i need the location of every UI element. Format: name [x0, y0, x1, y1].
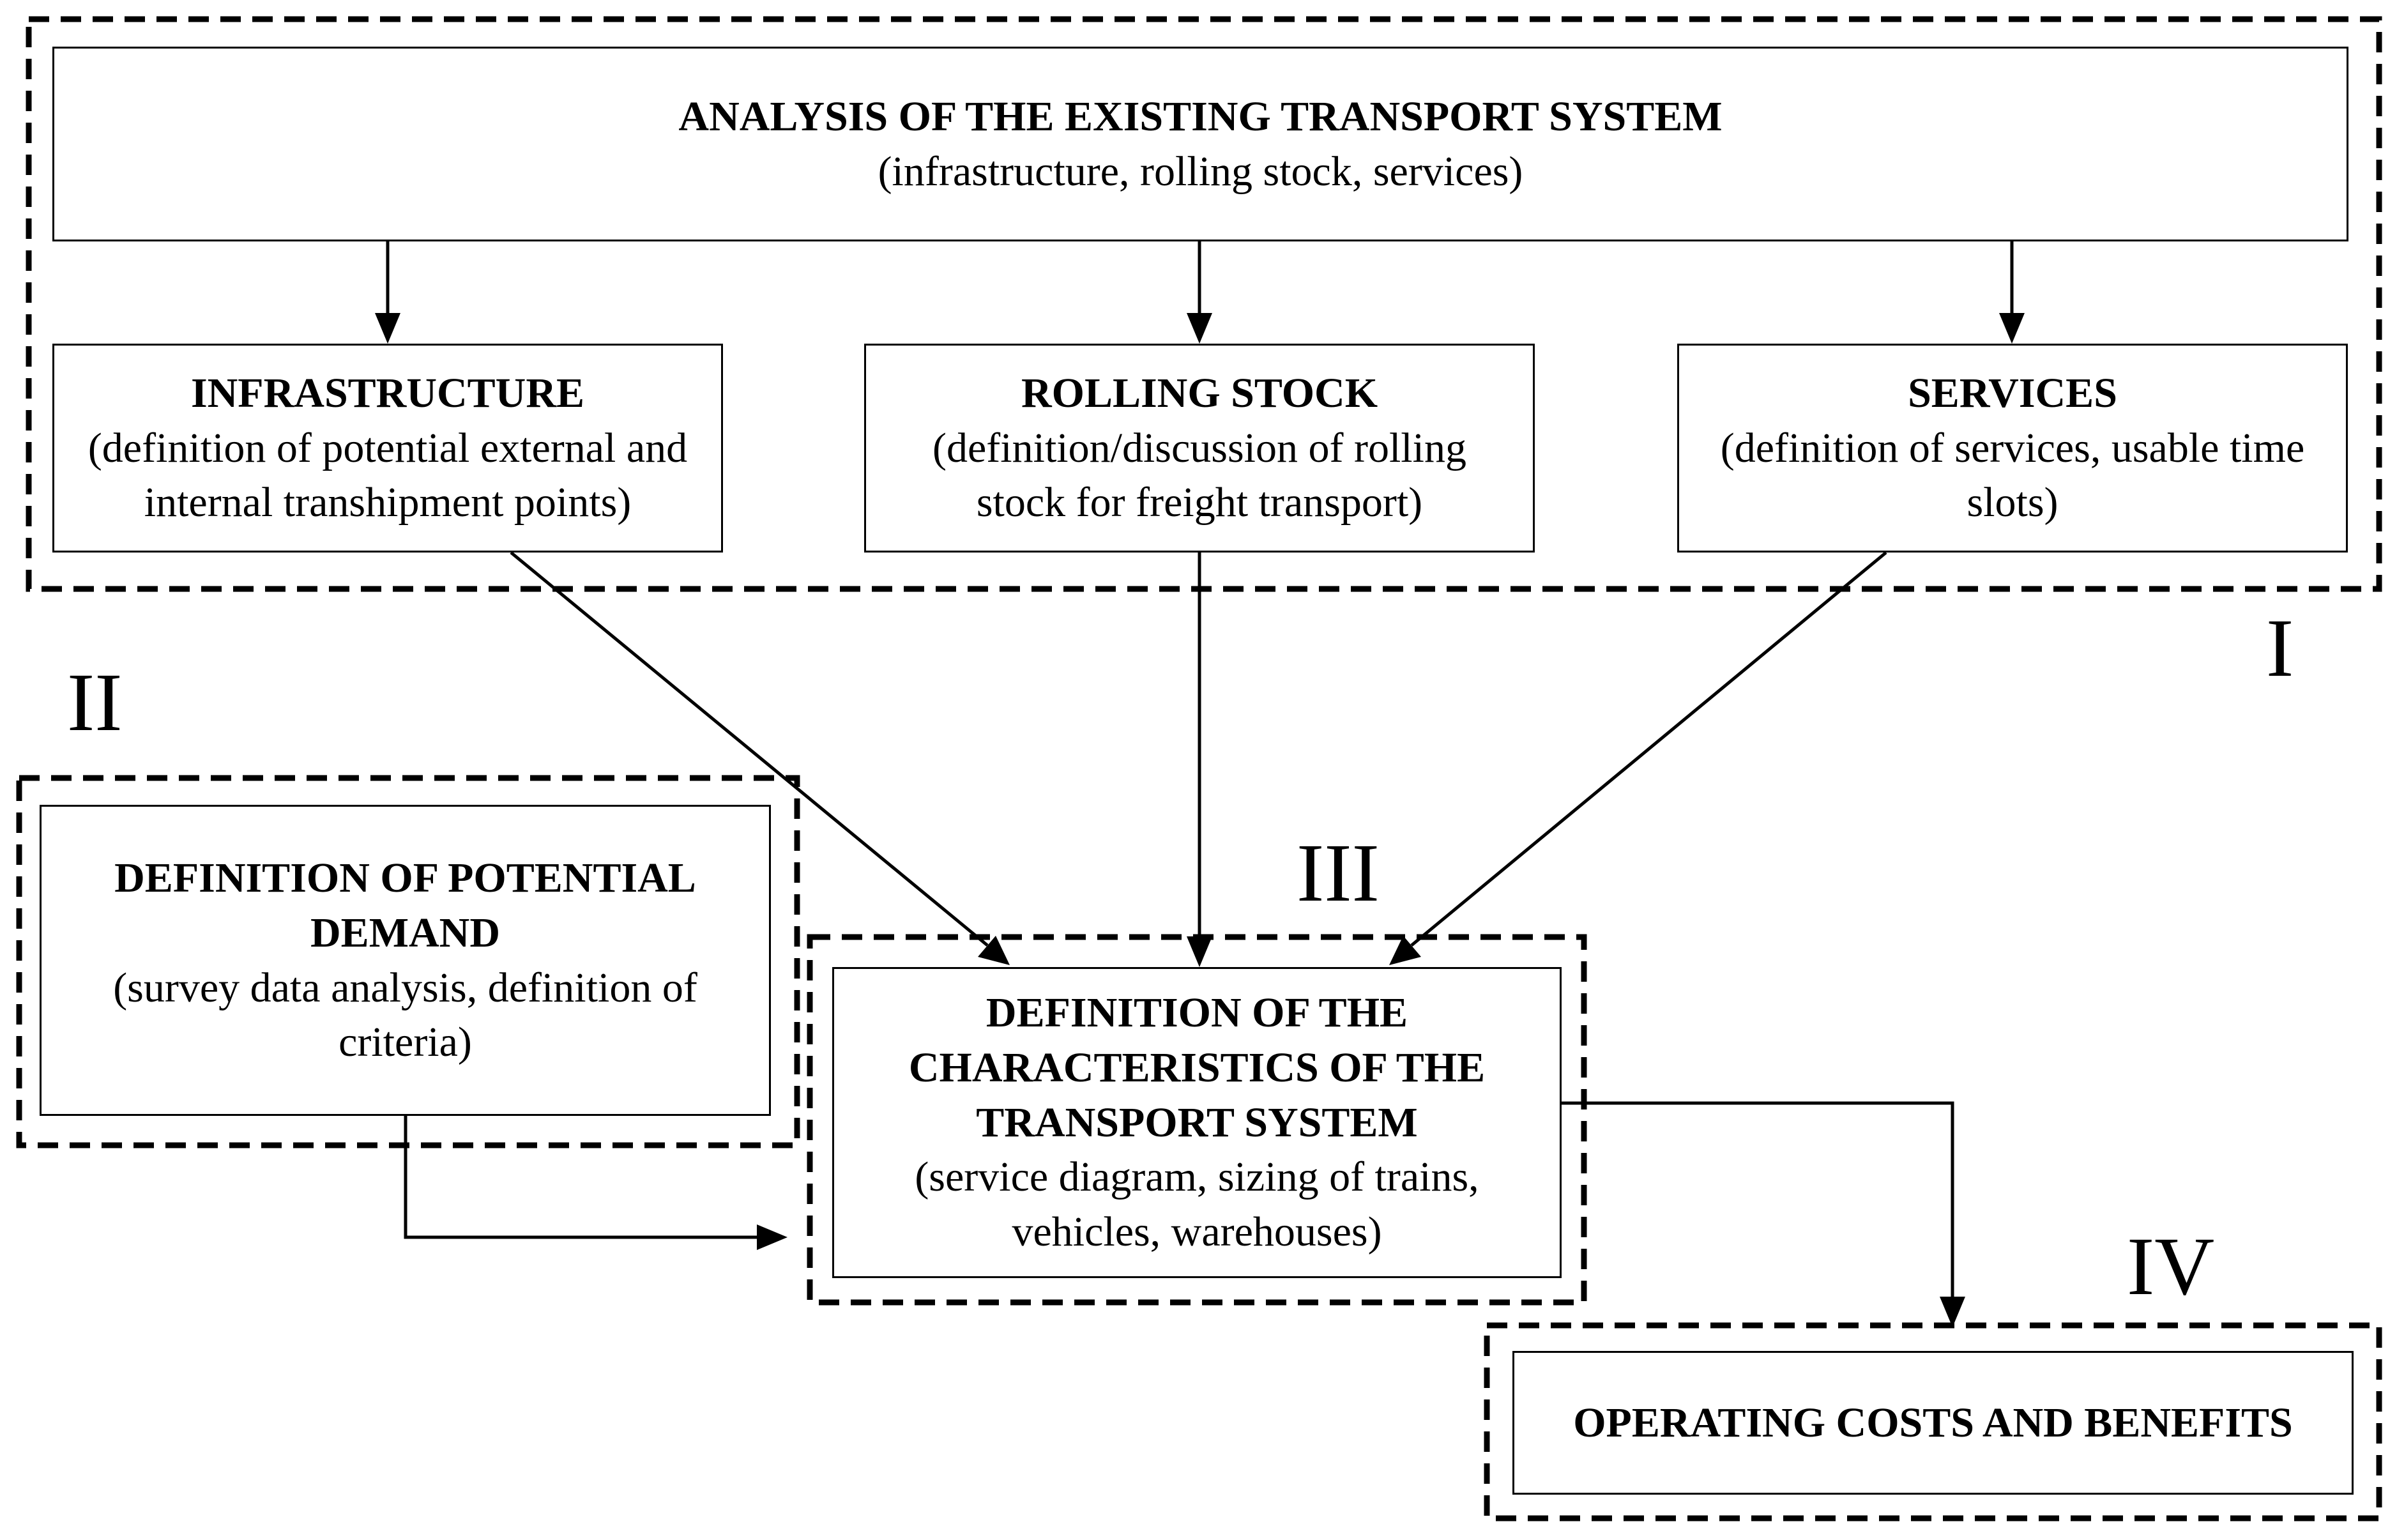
- characteristics-title: DEFINITION OF THE CHARACTERISTICS OF THE…: [908, 989, 1486, 1146]
- rolling-stock-box: ROLLING STOCK (definition/discussion of …: [864, 344, 1535, 553]
- arrowhead-analysis-to-infrastructure: [375, 313, 400, 344]
- demand-subtitle: (survey data analysis, definition of cri…: [113, 964, 697, 1066]
- arrowhead-analysis-to-services: [1999, 313, 2025, 344]
- infrastructure-box: INFRASTRUCTURE (definition of potential …: [52, 344, 723, 553]
- arrowhead-analysis-to-rolling-stock: [1187, 313, 1212, 344]
- arrow-infrastructure-to-characteristics: [510, 551, 989, 947]
- group-frame-2: [16, 775, 800, 1148]
- rolling-stock-title: ROLLING STOCK: [1021, 369, 1378, 416]
- characteristics-box: DEFINITION OF THE CHARACTERISTICS OF THE…: [832, 967, 1562, 1278]
- arrow-characteristics-to-costs: [1562, 1101, 1954, 1297]
- costs-title: OPERATING COSTS AND BENEFITS: [1573, 1399, 2293, 1446]
- group-frame-1: [26, 16, 2382, 592]
- infrastructure-subtitle: (definition of potential external and in…: [88, 424, 688, 526]
- characteristics-subtitle: (service diagram, sizing of trains, vehi…: [915, 1154, 1479, 1256]
- region-label-2: II: [67, 657, 123, 749]
- services-title: SERVICES: [1908, 369, 2117, 416]
- infrastructure-title: INFRASTRUCTURE: [190, 369, 585, 416]
- arrowhead-rolling-stock-to-characteristics: [1187, 936, 1212, 967]
- costs-box: OPERATING COSTS AND BENEFITS: [1512, 1351, 2354, 1495]
- analysis-title: ANALYSIS OF THE EXISTING TRANSPORT SYSTE…: [678, 93, 1723, 140]
- region-label-1: I: [2266, 602, 2294, 694]
- analysis-box: ANALYSIS OF THE EXISTING TRANSPORT SYSTE…: [52, 47, 2348, 241]
- services-box: SERVICES (definition of services, usable…: [1677, 344, 2348, 553]
- arrow-services-to-characteristics: [1410, 551, 1887, 947]
- arrowhead-infrastructure-to-characteristics: [978, 936, 1010, 965]
- arrowhead-services-to-characteristics: [1389, 936, 1421, 965]
- demand-title: DEFINITION OF POTENTIAL DEMAND: [114, 854, 696, 956]
- arrow-demand-to-characteristics: [404, 1116, 757, 1239]
- analysis-subtitle: (infrastructure, rolling stock, services…: [878, 148, 1523, 195]
- region-label-4: IV: [2127, 1221, 2215, 1313]
- demand-box: DEFINITION OF POTENTIAL DEMAND (survey d…: [40, 805, 771, 1116]
- services-subtitle: (definition of services, usable time slo…: [1720, 424, 2305, 526]
- arrowhead-characteristics-to-costs: [1940, 1297, 1965, 1327]
- arrowhead-demand-to-characteristics: [757, 1224, 788, 1250]
- rolling-stock-subtitle: (definition/discussion of rolling stock …: [932, 424, 1466, 526]
- region-label-3: III: [1297, 827, 1380, 919]
